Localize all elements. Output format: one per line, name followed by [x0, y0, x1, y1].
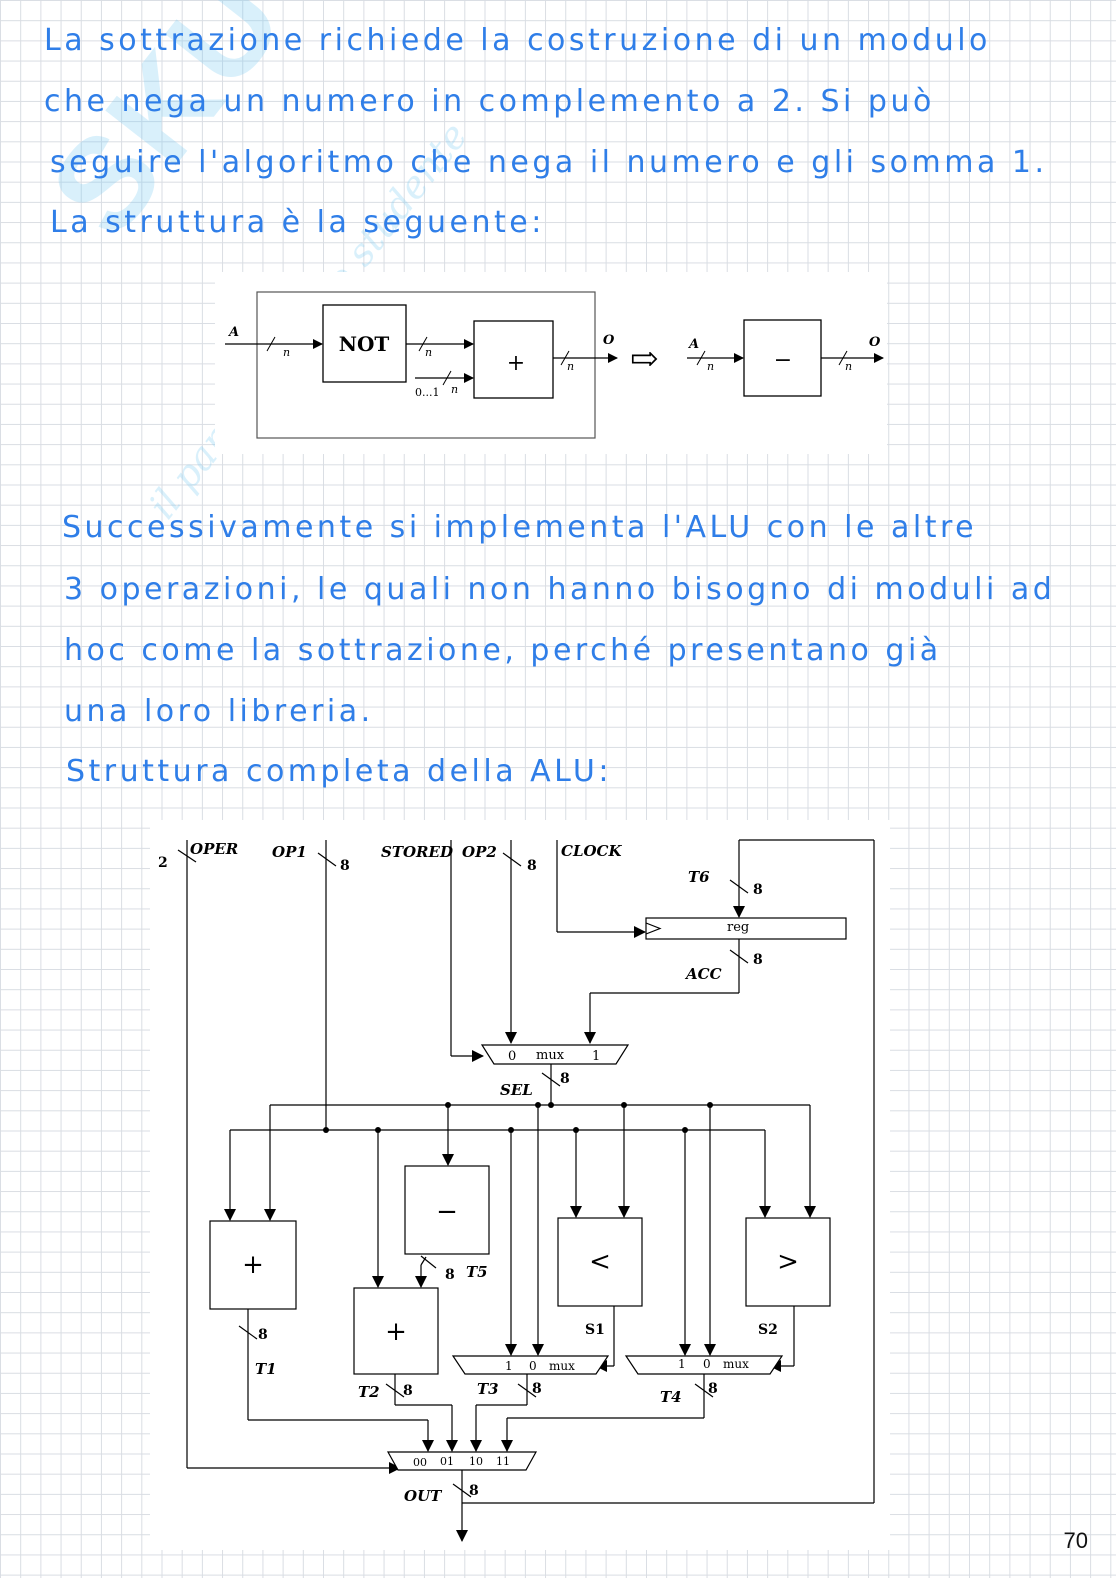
greater-than-label: > [777, 1247, 799, 1277]
subtractor-figure: A n NOT n 0...1 n + n O ⇨ A n − n [215, 272, 887, 454]
mux-input-1: 1 [678, 1357, 686, 1371]
mux-label: mux [549, 1359, 575, 1373]
bus-width-label: n [283, 346, 290, 359]
adder-label: + [507, 351, 525, 376]
text-line: La struttura è la seguente: [50, 205, 545, 240]
t6-width-label: 8 [753, 882, 763, 898]
t1-width-label: 8 [258, 1327, 268, 1343]
oper-label: OPER [190, 840, 238, 858]
t2-label: T2 [358, 1383, 380, 1401]
s1-label: S1 [585, 1322, 605, 1338]
t2-width-label: 8 [403, 1383, 413, 1399]
text-line: Successivamente si implementa l'ALU con … [62, 510, 978, 545]
sel-label: SEL [500, 1081, 533, 1099]
mux-input-0: 0 [529, 1359, 537, 1373]
constant-one-label: 0...1 [415, 386, 440, 399]
equivalence-arrow: ⇨ [630, 339, 659, 379]
mux-input-1: 1 [505, 1359, 513, 1373]
mux-input-0: 0 [703, 1357, 711, 1371]
mux-input-0: 0 [508, 1049, 516, 1064]
op1-width-label: 8 [340, 858, 350, 874]
out-width-label: 8 [469, 1483, 479, 1499]
op1-label: OP1 [272, 843, 307, 861]
page-number: 70 [1063, 1528, 1088, 1553]
adder-2-label: + [385, 1317, 407, 1347]
out-label: OUT [404, 1487, 443, 1505]
bus-width-label: n [425, 346, 432, 359]
subtractor-diagram: A n NOT n 0...1 n + n O ⇨ A n − n [225, 291, 884, 439]
oper-width-label: 2 [158, 855, 168, 871]
t1-label: T1 [255, 1360, 277, 1378]
bus-width-label: n [707, 360, 714, 373]
reg-label: reg [727, 920, 749, 935]
text-line: hoc come la sottrazione, perché presenta… [64, 633, 942, 668]
subtractor-block [743, 319, 822, 397]
adder-block [473, 320, 554, 399]
out-mux-input-11: 11 [496, 1455, 510, 1468]
text-line: seguire l'algoritmo che nega il numero e… [50, 145, 1048, 180]
text-line: una loro libreria. [64, 694, 374, 729]
input-a-label: A [227, 325, 239, 340]
input-a-label: A [687, 337, 699, 352]
mux-label: mux [723, 1357, 749, 1371]
bus-width-label: n [567, 360, 574, 373]
t3-width-label: 8 [532, 1381, 542, 1397]
bus-width-label: n [845, 360, 852, 373]
alu-diagram: OPER OP1 STORED OP2 CLOCK T6 ACC SEL T1 … [158, 839, 875, 1542]
text-line: che nega un numero in complemento a 2. S… [44, 84, 935, 119]
stored-label: STORED [381, 843, 453, 861]
t4-label: T4 [660, 1388, 682, 1406]
text-line: La sottrazione richiede la costruzione d… [44, 23, 991, 58]
op2-label: OP2 [462, 843, 497, 861]
not-label: NOT [339, 332, 390, 356]
s2-label: S2 [758, 1322, 778, 1338]
not-block [322, 304, 407, 383]
t5-width-label: 8 [445, 1267, 455, 1283]
sel-width-label: 8 [560, 1071, 570, 1087]
t4-width-label: 8 [708, 1381, 718, 1397]
alu-figure: OPER OP1 STORED OP2 CLOCK T6 ACC SEL T1 … [150, 820, 890, 1550]
acc-label: ACC [684, 965, 722, 983]
t6-label: T6 [688, 868, 710, 886]
subtractor-label: − [774, 348, 792, 373]
bus-width-label: n [451, 383, 458, 396]
text-line: Struttura completa della ALU: [66, 754, 612, 789]
mux-label: mux [536, 1048, 565, 1063]
less-than-label: < [589, 1247, 611, 1277]
t5-label: T5 [466, 1263, 488, 1281]
acc-width-label: 8 [753, 952, 763, 968]
t3-label: T3 [477, 1380, 499, 1398]
output-o-label: O [869, 335, 881, 350]
adder-1-label: + [242, 1250, 264, 1280]
output-o-label: O [603, 333, 615, 348]
clock-label: CLOCK [561, 842, 622, 860]
out-mux-input-10: 10 [469, 1455, 483, 1468]
text-line: 3 operazioni, le quali non hanno bisogno… [64, 572, 1056, 607]
out-mux-input-01: 01 [440, 1455, 454, 1468]
out-mux-input-00: 00 [413, 1456, 427, 1469]
mux-input-1: 1 [592, 1049, 600, 1064]
module-outline [256, 291, 596, 439]
op2-width-label: 8 [527, 858, 537, 874]
subtractor-label: − [436, 1197, 458, 1227]
